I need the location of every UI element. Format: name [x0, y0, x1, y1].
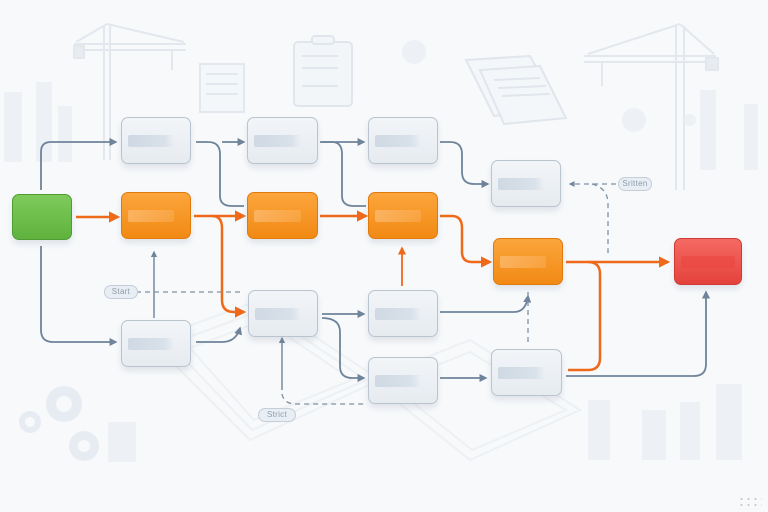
node-label-bar [681, 256, 735, 268]
process-node-top-1[interactable] [121, 117, 191, 164]
start-node[interactable] [12, 194, 72, 240]
process-node-bottom-4[interactable] [368, 357, 438, 404]
node-label-bar [498, 367, 545, 379]
process-node-top-3[interactable] [368, 117, 438, 164]
critical-node-3[interactable] [368, 192, 438, 239]
node-label-bar [375, 375, 421, 387]
process-node-top-4[interactable] [491, 160, 561, 207]
critical-path-edges [76, 210, 671, 372]
watermark-dots-icon [738, 496, 762, 508]
node-label-bar [375, 308, 421, 320]
process-node-bottom-1[interactable] [121, 320, 191, 367]
process-node-top-2[interactable] [247, 117, 318, 164]
dashed-edges [136, 181, 616, 405]
strict-tag: Strict [258, 408, 296, 422]
blueprint-icon [464, 54, 568, 126]
neutral-edges [40, 137, 711, 390]
clipboard-icon [293, 35, 353, 107]
document-icon [199, 63, 245, 113]
node-label-bar [128, 135, 174, 147]
side-tag: Sritten [618, 177, 652, 191]
node-label-bar [500, 256, 546, 268]
node-label-bar [498, 178, 544, 190]
process-node-bottom-3[interactable] [368, 290, 438, 337]
start-tag: Start [104, 285, 138, 299]
critical-node-2[interactable] [247, 192, 318, 239]
end-node[interactable] [674, 238, 742, 285]
node-label-bar [255, 308, 301, 320]
process-node-bottom-2[interactable] [248, 290, 318, 337]
node-label-bar [375, 210, 421, 222]
crane-right-icon [584, 23, 719, 190]
node-label-bar [128, 210, 174, 222]
crane-left-icon [73, 23, 186, 160]
critical-node-1[interactable] [121, 192, 191, 239]
process-node-bottom-5[interactable] [491, 349, 562, 396]
critical-node-4[interactable] [493, 238, 563, 285]
node-label-bar [375, 135, 421, 147]
node-label-bar [254, 210, 301, 222]
node-label-bar [254, 135, 301, 147]
node-label-bar [128, 338, 174, 350]
